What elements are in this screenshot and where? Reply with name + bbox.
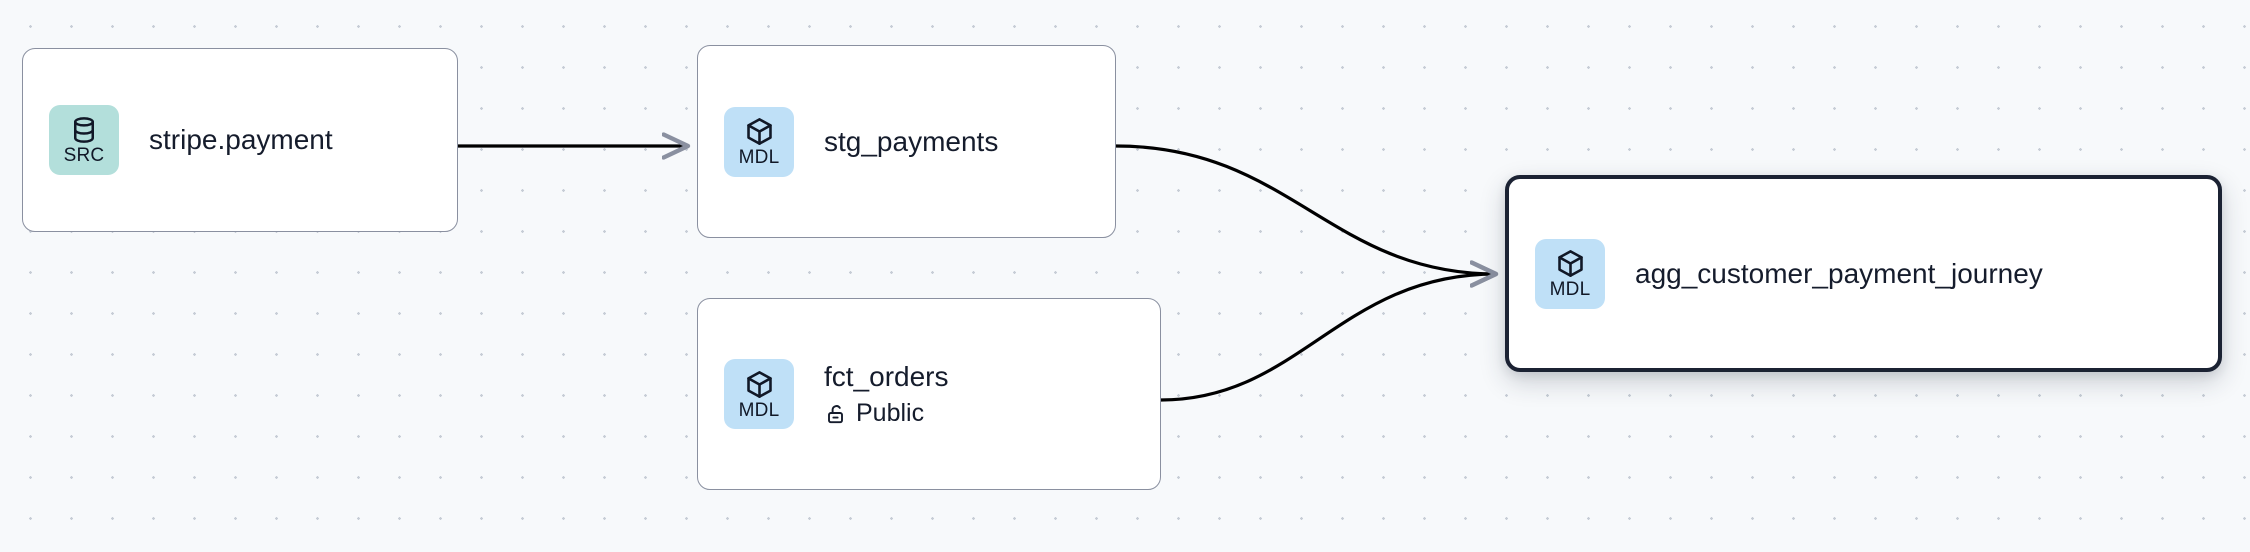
lineage-node-agg-customer-payment-journey[interactable]: MDL agg_customer_payment_journey: [1505, 175, 2222, 372]
unlock-icon: [828, 404, 843, 423]
database-icon: [74, 117, 94, 143]
edge-stg-to-agg: [1115, 144, 1496, 274]
node-body: stripe.payment: [149, 123, 333, 157]
node-body: stg_payments: [824, 125, 998, 159]
node-title: agg_customer_payment_journey: [1635, 257, 2043, 289]
node-title: stripe.payment: [149, 124, 333, 155]
cube-icon: [746, 118, 772, 145]
node-type-badge-mdl: MDL: [724, 106, 794, 177]
node-body: agg_customer_payment_journey: [1635, 257, 2043, 291]
node-type-badge-src: SRC: [49, 105, 119, 175]
lineage-node-fct-orders[interactable]: MDL fct_orders Public: [697, 298, 1161, 490]
lineage-node-stg-payments[interactable]: MDL stg_payments: [697, 45, 1116, 238]
node-type-badge-mdl: MDL: [724, 359, 794, 429]
node-type-badge-mdl: MDL: [1535, 238, 1605, 309]
node-title: stg_payments: [824, 125, 999, 157]
cube-icon: [746, 370, 772, 398]
cube-icon: [1557, 250, 1583, 277]
node-type-badge-label: MDL: [1549, 279, 1591, 300]
node-visibility-label: Public: [856, 399, 925, 427]
node-title: fct_orders: [824, 361, 949, 392]
lineage-node-stripe-payment[interactable]: SRC stripe.payment: [22, 48, 458, 232]
node-type-badge-label: SRC: [63, 145, 105, 166]
node-body: fct_orders Public: [824, 360, 949, 428]
edge-fct-to-agg: [1160, 274, 1496, 402]
node-visibility: Public: [824, 399, 949, 428]
node-type-badge-label: MDL: [738, 147, 780, 168]
node-type-badge-label: MDL: [738, 399, 780, 421]
